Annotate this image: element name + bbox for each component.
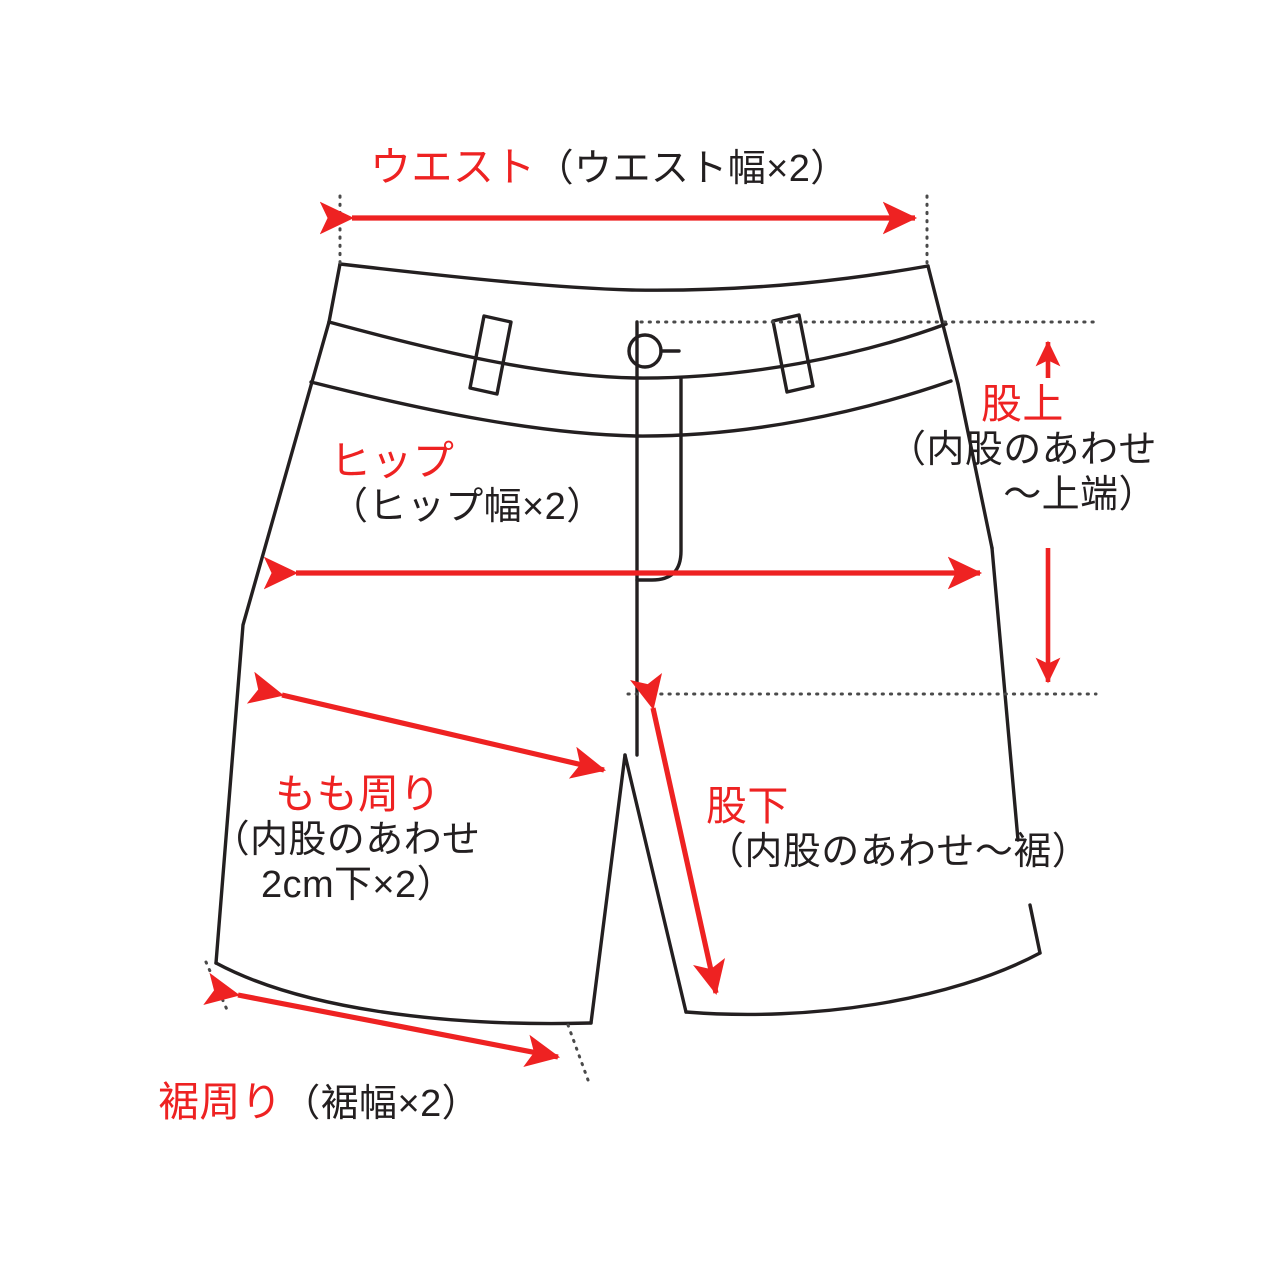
right-leg-outer-seam-upper: [956, 382, 994, 550]
waistband-seam-lower: [309, 379, 953, 438]
label-rise-name: 股上: [981, 381, 1064, 427]
label-thigh-detail-2: 2cm下×2）: [261, 864, 455, 907]
left-hem-edge: [214, 961, 593, 1026]
label-rise-detail-1: （内股のあわせ: [888, 429, 1157, 472]
left-leg-inner-seam: [589, 753, 627, 1025]
label-waist: ウエスト（ウエスト幅×2）: [370, 143, 849, 192]
guide-hem-left: [204, 960, 230, 1014]
hem-measure-arrow: [203, 972, 561, 1067]
label-rise-detail-2: 〜上端）: [1003, 474, 1157, 517]
label-rise: 股上（内股のあわせ〜上端）: [888, 380, 1157, 518]
label-hem-name: 裾周り: [158, 1079, 283, 1125]
right-hem-edge: [684, 951, 1042, 1017]
belt-loop-left: [468, 314, 513, 396]
label-hip: ヒップ（ヒップ幅×2）: [330, 437, 605, 530]
belt-loop-right: [771, 313, 815, 394]
label-hem: 裾周り（裾幅×2）: [158, 1078, 480, 1127]
measurement-arrows: [203, 201, 1061, 1067]
button: [627, 333, 663, 369]
waistband-left-edge: [327, 262, 342, 324]
left-leg-outer-seam: [214, 320, 331, 965]
label-thigh-name: もも周り: [275, 771, 441, 817]
label-waist-name: ウエスト: [370, 144, 536, 190]
thigh-measure-arrow: [246, 671, 607, 779]
right-leg-inner-seam: [623, 753, 688, 1014]
waistband-top-edge: [338, 262, 930, 292]
label-hem-detail: （裾幅×2）: [282, 1083, 481, 1125]
label-inseam-detail: （内股のあわせ〜裾）: [706, 831, 1091, 874]
label-waist-detail: （ウエスト幅×2）: [535, 148, 849, 190]
label-hip-detail: （ヒップ幅×2）: [330, 486, 605, 529]
label-hip-name: ヒップ: [330, 438, 455, 484]
right-leg-outer-seam-bottom: [1028, 903, 1042, 955]
label-inseam-name: 股下: [706, 783, 789, 829]
label-thigh-detail-1: （内股のあわせ: [211, 819, 481, 862]
label-inseam: 股下（内股のあわせ〜裾）: [706, 782, 1090, 875]
guide-lines: [204, 194, 1098, 1082]
inseam-measure-arrow: [630, 672, 726, 996]
fly-placket: [635, 376, 683, 582]
garment-outline: [214, 262, 1042, 1026]
guide-hem-right: [566, 1023, 590, 1082]
